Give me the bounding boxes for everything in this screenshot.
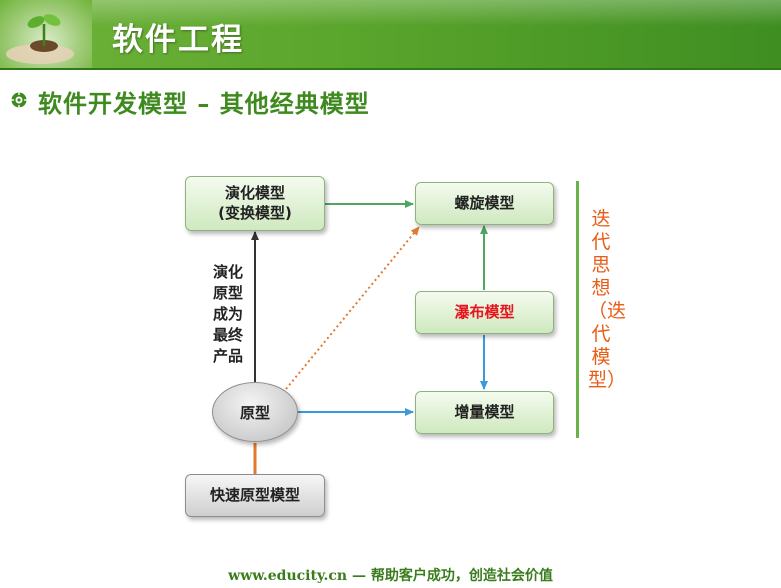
node-incremental-label: 增量模型	[454, 402, 515, 421]
footer-slogan: www.educity.cn — 帮助客户成功，创造社会价值	[228, 568, 553, 584]
slide-header: 软件工程	[0, 0, 781, 70]
node-rapid-prototype-model: 快速原型模型	[185, 474, 325, 517]
node-incremental-model: 增量模型	[415, 391, 554, 434]
node-spiral-label: 螺旋模型	[454, 193, 515, 212]
node-prototype: 原型	[212, 382, 298, 442]
node-evolution-label: 演化模型 (变换模型)	[218, 184, 292, 222]
gear-bullet-icon	[11, 92, 27, 108]
seedling-logo-icon	[0, 0, 92, 68]
node-waterfall-model: 瀑布模型	[415, 291, 554, 334]
node-evolution-model: 演化模型 (变换模型)	[185, 176, 325, 231]
group-label-iterative: 迭代思想（迭代模型）	[588, 208, 627, 391]
edge-label-evolution-prototype: 演化原型成为最终产品	[212, 263, 243, 365]
node-waterfall-label: 瀑布模型	[454, 302, 515, 321]
node-spiral-model: 螺旋模型	[415, 182, 554, 225]
node-prototype-label: 原型	[239, 403, 270, 422]
slide-subtitle: 软件开发模型 – 其他经典模型	[38, 90, 370, 118]
group-divider-line	[576, 181, 579, 438]
arrow-prototype-to-spiral-dotted	[285, 226, 420, 390]
slide-title: 软件工程	[112, 22, 244, 58]
node-rapid-prototype-label: 快速原型模型	[209, 485, 300, 504]
header-glow	[0, 0, 781, 26]
